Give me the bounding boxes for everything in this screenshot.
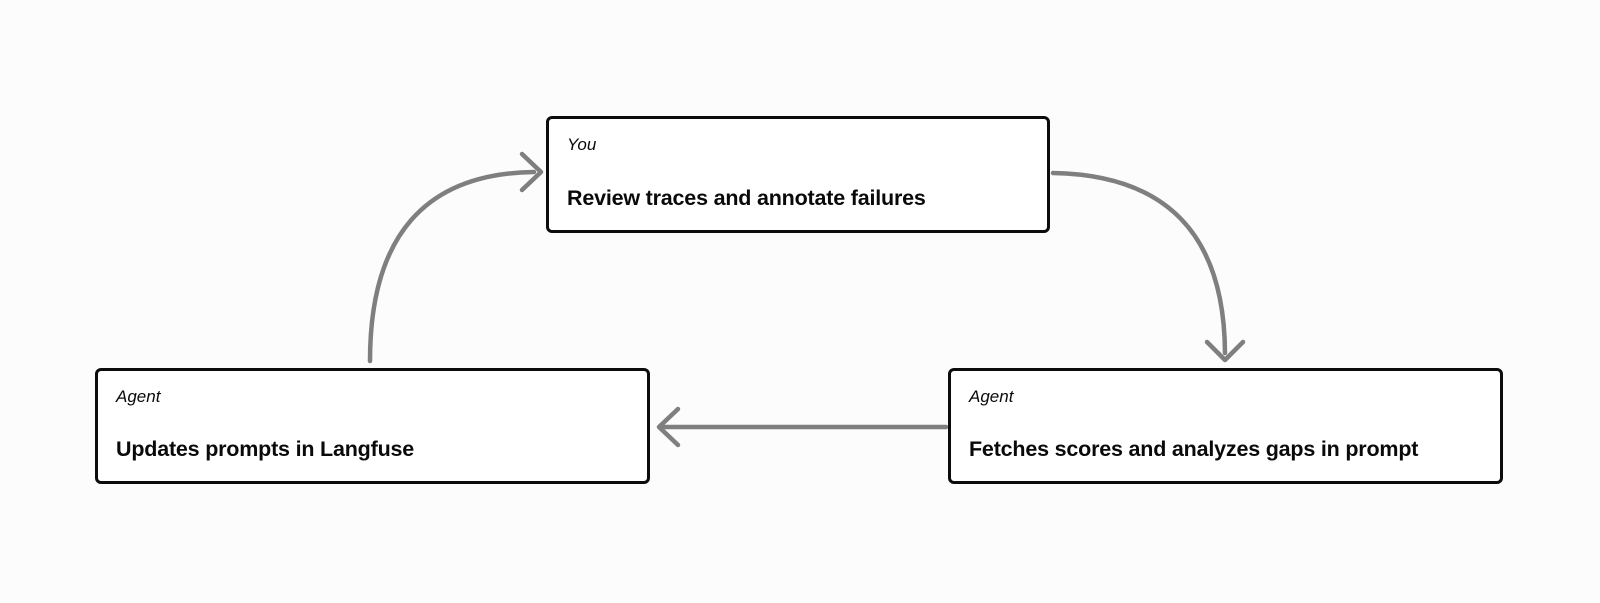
node-role-label: You (567, 135, 597, 154)
arrow-fetch-to-update (656, 406, 949, 448)
arrowhead-right-icon (519, 151, 544, 193)
node-title: Fetches scores and analyzes gaps in prom… (969, 437, 1419, 462)
node-fetches-scores: Agent Fetches scores and analyzes gaps i… (948, 368, 1503, 484)
node-role-label: Agent (116, 387, 161, 406)
arrow-review-to-fetch (1050, 170, 1246, 363)
arrow-curve (367, 169, 537, 364)
node-review-traces: You Review traces and annotate failures (546, 116, 1050, 233)
node-updates-prompts: Agent Updates prompts in Langfuse (95, 368, 650, 484)
node-title: Review traces and annotate failures (567, 186, 926, 211)
node-role-label: Agent (969, 387, 1014, 406)
arrowhead-down-icon (1204, 339, 1246, 363)
arrow-curve (1050, 170, 1228, 356)
node-title: Updates prompts in Langfuse (116, 437, 415, 462)
arrow-update-to-review (367, 151, 544, 364)
arrowhead-left-icon (656, 406, 681, 448)
